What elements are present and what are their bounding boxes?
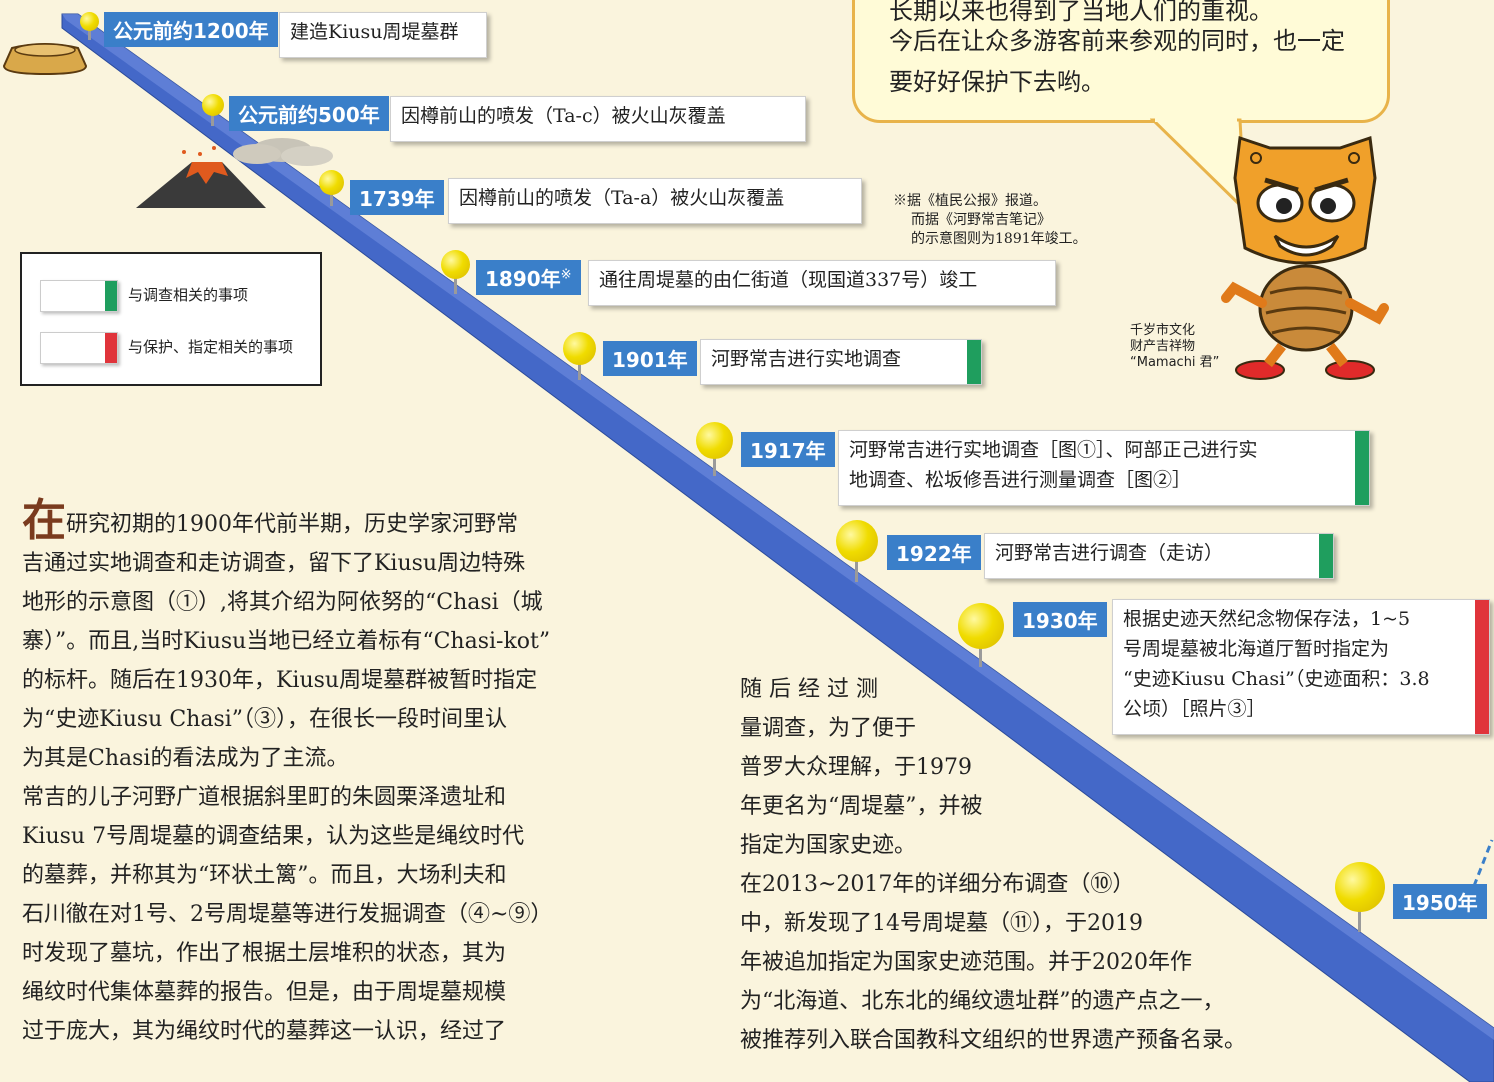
- main-text-line: 的墓葬，并称其为“环状土篱”。而且，大场利夫和: [22, 863, 507, 888]
- event-text-line-4: 公顷）［照片③］: [1123, 698, 1266, 720]
- timeline-event: 通往周堤墓的由仁街道（现国道337号）竣工: [588, 260, 1056, 306]
- right-text-line: 量调查，为了便于: [740, 716, 917, 741]
- timeline-event: 根据史迹天然纪念物保存法，1~5 号周堤墓被北海道厅暂时指定为 “史迹Kiusu…: [1112, 599, 1490, 735]
- right-text: 随 后 经 过 测 量调查，为了便于 普罗大众理解，于1979 年更名为“周堤墓…: [740, 670, 1246, 1060]
- right-text-line: 在2013~2017年的详细分布调查（⑩）: [740, 872, 1135, 897]
- survey-tag: [1355, 431, 1369, 505]
- event-text-line-1: 根据史迹天然纪念物保存法，1~5: [1123, 608, 1411, 630]
- year-badge: 公元前约1200年: [104, 12, 278, 47]
- legend-swatch-survey: [40, 280, 118, 312]
- main-text-line: 时发现了墓坑，作出了根据土层堆积的状态，其为: [22, 941, 507, 966]
- year-badge: 1930年: [1013, 602, 1107, 637]
- legend-row-survey: 与调查相关的事项: [40, 280, 320, 312]
- speech-bubble: 长期以来也得到了当地人们的重视。 今后在让众多游客前来参观的同时，也一定 要好好…: [852, 0, 1390, 123]
- timeline-event: 因樽前山的喷发（Ta-c）被火山灰覆盖: [390, 96, 806, 142]
- volcano-illustration: [136, 138, 333, 208]
- dashed-connector: [1472, 839, 1494, 887]
- right-text-line: 指定为国家史迹。: [740, 833, 917, 858]
- mascot-label-line-3: “Mamachi 君”: [1130, 355, 1220, 370]
- main-text-line: 过于庞大，其为绳纹时代的墓葬这一认识，经过了: [22, 1019, 507, 1044]
- main-text-line: 为其是Chasi的看法成为了主流。: [22, 746, 349, 771]
- event-text: 因樽前山的喷发（Ta-c）被火山灰覆盖: [401, 105, 726, 127]
- main-text-line: 常吉的儿子河野广道根据斜里町的朱圆栗泽遗址和: [22, 785, 507, 810]
- event-text: 因樽前山的喷发（Ta-a）被火山灰覆盖: [459, 187, 785, 209]
- year-badge: 1917年: [741, 432, 835, 467]
- timeline-event: 建造Kiusu周堤墓群: [279, 12, 487, 58]
- speech-line-2: 今后在让众多游客前来参观的同时，也一定: [889, 27, 1345, 55]
- timeline-event: 河野常吉进行实地调查: [700, 339, 982, 385]
- legend-label-protection: 与保护、指定相关的事项: [128, 338, 294, 356]
- right-text-line: 随 后 经 过 测: [740, 677, 878, 702]
- survey-tag: [967, 340, 981, 384]
- drop-cap: 在: [22, 495, 66, 546]
- footnote-line-3: 的示意图则为1891年竣工。: [911, 231, 1087, 247]
- main-text-line: 地形的示意图（①）,将其介绍为阿依努的“Chasi（城: [22, 590, 543, 615]
- timeline-event: 河野常吉进行实地调查［图①］、阿部正己进行实 地调查、松坂修吾进行测量调查［图②…: [838, 430, 1370, 506]
- legend-label-survey: 与调查相关的事项: [128, 286, 249, 304]
- footnote-mark: ※: [560, 267, 572, 283]
- year-badge: 1890年※: [476, 260, 581, 295]
- right-text-line: 年被追加指定为国家史迹范围。并于2020年作: [740, 950, 1192, 975]
- right-text-line: 普罗大众理解，于1979: [740, 755, 972, 780]
- event-text-line-3: “史迹Kiusu Chasi”（史迹面积：3.8: [1123, 668, 1430, 690]
- mascot-label-line-2: 财产吉祥物: [1130, 339, 1196, 354]
- main-text-line: 石川徹在对1号、2号周堤墓等进行发掘调查（④~⑨）: [22, 902, 553, 927]
- event-text: 河野常吉进行调查（走访）: [995, 542, 1224, 564]
- speech-line-1: 长期以来也得到了当地人们的重视。: [889, 0, 1273, 25]
- main-text-line-1: 研究初期的1900年代前半期，历史学家河野常: [66, 512, 518, 537]
- right-text-line: 年更名为“周堤墓”，并被: [740, 794, 983, 819]
- event-text: 建造Kiusu周堤墓群: [290, 21, 459, 43]
- main-text-line: 的标杆。随后在1930年，Kiusu周堤墓群被暂时指定: [22, 668, 538, 693]
- footnote-line-2: 而据《河野常吉笔记》: [911, 212, 1051, 228]
- main-text-line: 为“史迹Kiusu Chasi”（③），在很长一段时间里认: [22, 707, 508, 732]
- year-text: 1890年: [485, 267, 561, 291]
- event-text-line-2: 地调查、松坂修吾进行测量调查［图②］: [849, 469, 1192, 491]
- timeline-event: 河野常吉进行调查（走访）: [984, 533, 1334, 579]
- main-text-line: Kiusu 7号周堤墓的调查结果，认为这些是绳纹时代: [22, 824, 525, 849]
- legend-swatch-protection: [40, 332, 118, 364]
- legend-row-protection: 与保护、指定相关的事项: [40, 332, 320, 364]
- year-badge: 1922年: [887, 535, 981, 570]
- year-badge: 1739年: [350, 180, 444, 215]
- main-text-line: 在研究初期的1900年代前半期，历史学家河野常: [22, 499, 672, 544]
- event-text-line-2: 号周堤墓被北海道厅暂时指定为: [1123, 638, 1390, 660]
- footnote: ※据《植民公报》报道。 而据《河野常吉笔记》 的示意图则为1891年竣工。: [893, 192, 1087, 249]
- year-badge: 1901年: [603, 341, 697, 376]
- timeline-event: 因樽前山的喷发（Ta-a）被火山灰覆盖: [448, 178, 862, 224]
- right-text-line: 被推荐列入联合国教科文组织的世界遗产预备名录。: [740, 1028, 1247, 1053]
- bowl-illustration: [2, 43, 88, 76]
- mascot-label-line-1: 千岁市文化: [1130, 323, 1196, 338]
- right-text-line: 中，新发现了14号周堤墓（⑪），于2019: [740, 911, 1143, 936]
- survey-tag: [1319, 534, 1333, 578]
- year-badge: 1950年: [1393, 884, 1487, 919]
- main-text-line: 吉通过实地调查和走访调查，留下了Kiusu周边特殊: [22, 551, 526, 576]
- legend: 与调查相关的事项 与保护、指定相关的事项: [20, 252, 322, 386]
- event-text: 河野常吉进行实地调查: [711, 348, 902, 370]
- main-text-line: 绳纹时代集体墓葬的报告。但是，由于周堤墓规模: [22, 980, 507, 1005]
- main-text-line: 寨）”。而且,当时Kiusu当地已经立着标有“Chasi-kot”: [22, 629, 551, 654]
- main-text: 在研究初期的1900年代前半期，历史学家河野常 吉通过实地调查和走访调查，留下了…: [22, 499, 672, 1051]
- event-text-line-1: 河野常吉进行实地调查［图①］、阿部正己进行实: [849, 439, 1258, 461]
- right-text-line: 为“北海道、北东北的绳纹遗址群”的遗产点之一，: [740, 989, 1225, 1014]
- event-text: 通往周堤墓的由仁街道（现国道337号）竣工: [599, 269, 978, 291]
- footnote-line-1: ※据《植民公报》报道。: [893, 193, 1047, 209]
- speech-line-3: 要好好保护下去哟。: [889, 68, 1105, 96]
- protection-tag: [1475, 600, 1489, 734]
- mascot-illustration: [1221, 135, 1389, 380]
- mascot-label: 千岁市文化 财产吉祥物 “Mamachi 君”: [1130, 323, 1219, 371]
- year-badge: 公元前约500年: [229, 96, 389, 131]
